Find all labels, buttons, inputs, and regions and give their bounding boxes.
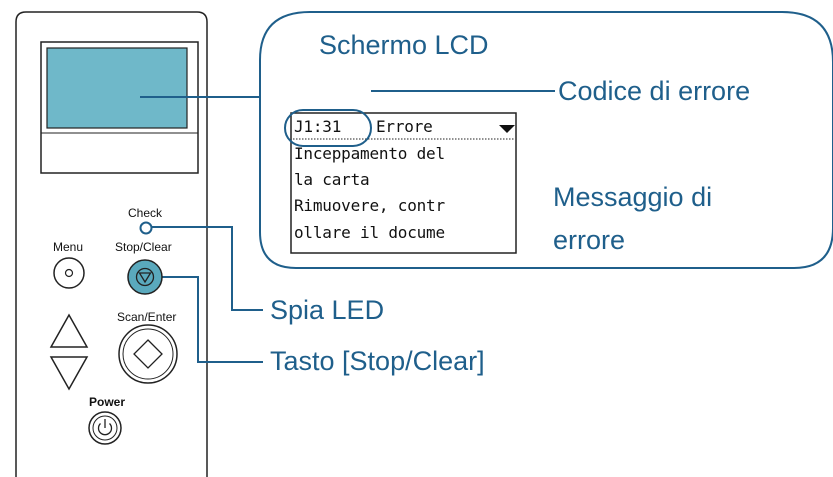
stop-clear-button[interactable] [127, 259, 163, 295]
lcd-line-error-code: J1:31 [294, 117, 342, 136]
error-message-callout-line2: errore [553, 225, 626, 255]
led-leader-line [148, 226, 263, 311]
error-code-callout: Codice di errore [558, 76, 751, 106]
power-label: Power [89, 395, 126, 409]
lcd-screen [46, 47, 188, 129]
menu-button[interactable] [53, 257, 85, 289]
check-label: Check [128, 206, 163, 220]
lcd-zoom-box [290, 112, 517, 254]
stop-clear-key-callout: Tasto [Stop/Clear] [270, 346, 485, 376]
menu-label: Menu [53, 240, 84, 254]
menu-dot-icon [64, 268, 74, 278]
check-led [139, 221, 153, 235]
stop-leader-line [150, 276, 263, 363]
lcd-line-2: Inceppamento del [294, 144, 445, 163]
lcd-line-4: Rimuovere, contr [294, 196, 445, 215]
dropdown-triangle-icon [499, 125, 515, 133]
power-button[interactable] [88, 411, 122, 445]
power-icon [97, 423, 113, 436]
scan-enter-diamond-icon [133, 339, 163, 369]
lcd-line-error-title: Errore [376, 117, 433, 136]
up-arrow-button[interactable] [49, 313, 89, 348]
lcd-line-3: la carta [294, 170, 370, 189]
lcd-line-5: ollare il docume [294, 223, 445, 242]
error-code-highlight [284, 109, 372, 147]
scan-enter-label: Scan/Enter [117, 310, 177, 324]
stop-clear-label: Stop/Clear [115, 240, 172, 254]
error-message-callout-line1: Messaggio di [553, 182, 713, 212]
stop-icon [135, 267, 155, 287]
down-arrow-button[interactable] [49, 356, 89, 391]
lcd-screen-callout: Schermo LCD [319, 30, 489, 60]
led-callout: Spia LED [270, 295, 385, 325]
scan-enter-button[interactable] [118, 324, 178, 384]
